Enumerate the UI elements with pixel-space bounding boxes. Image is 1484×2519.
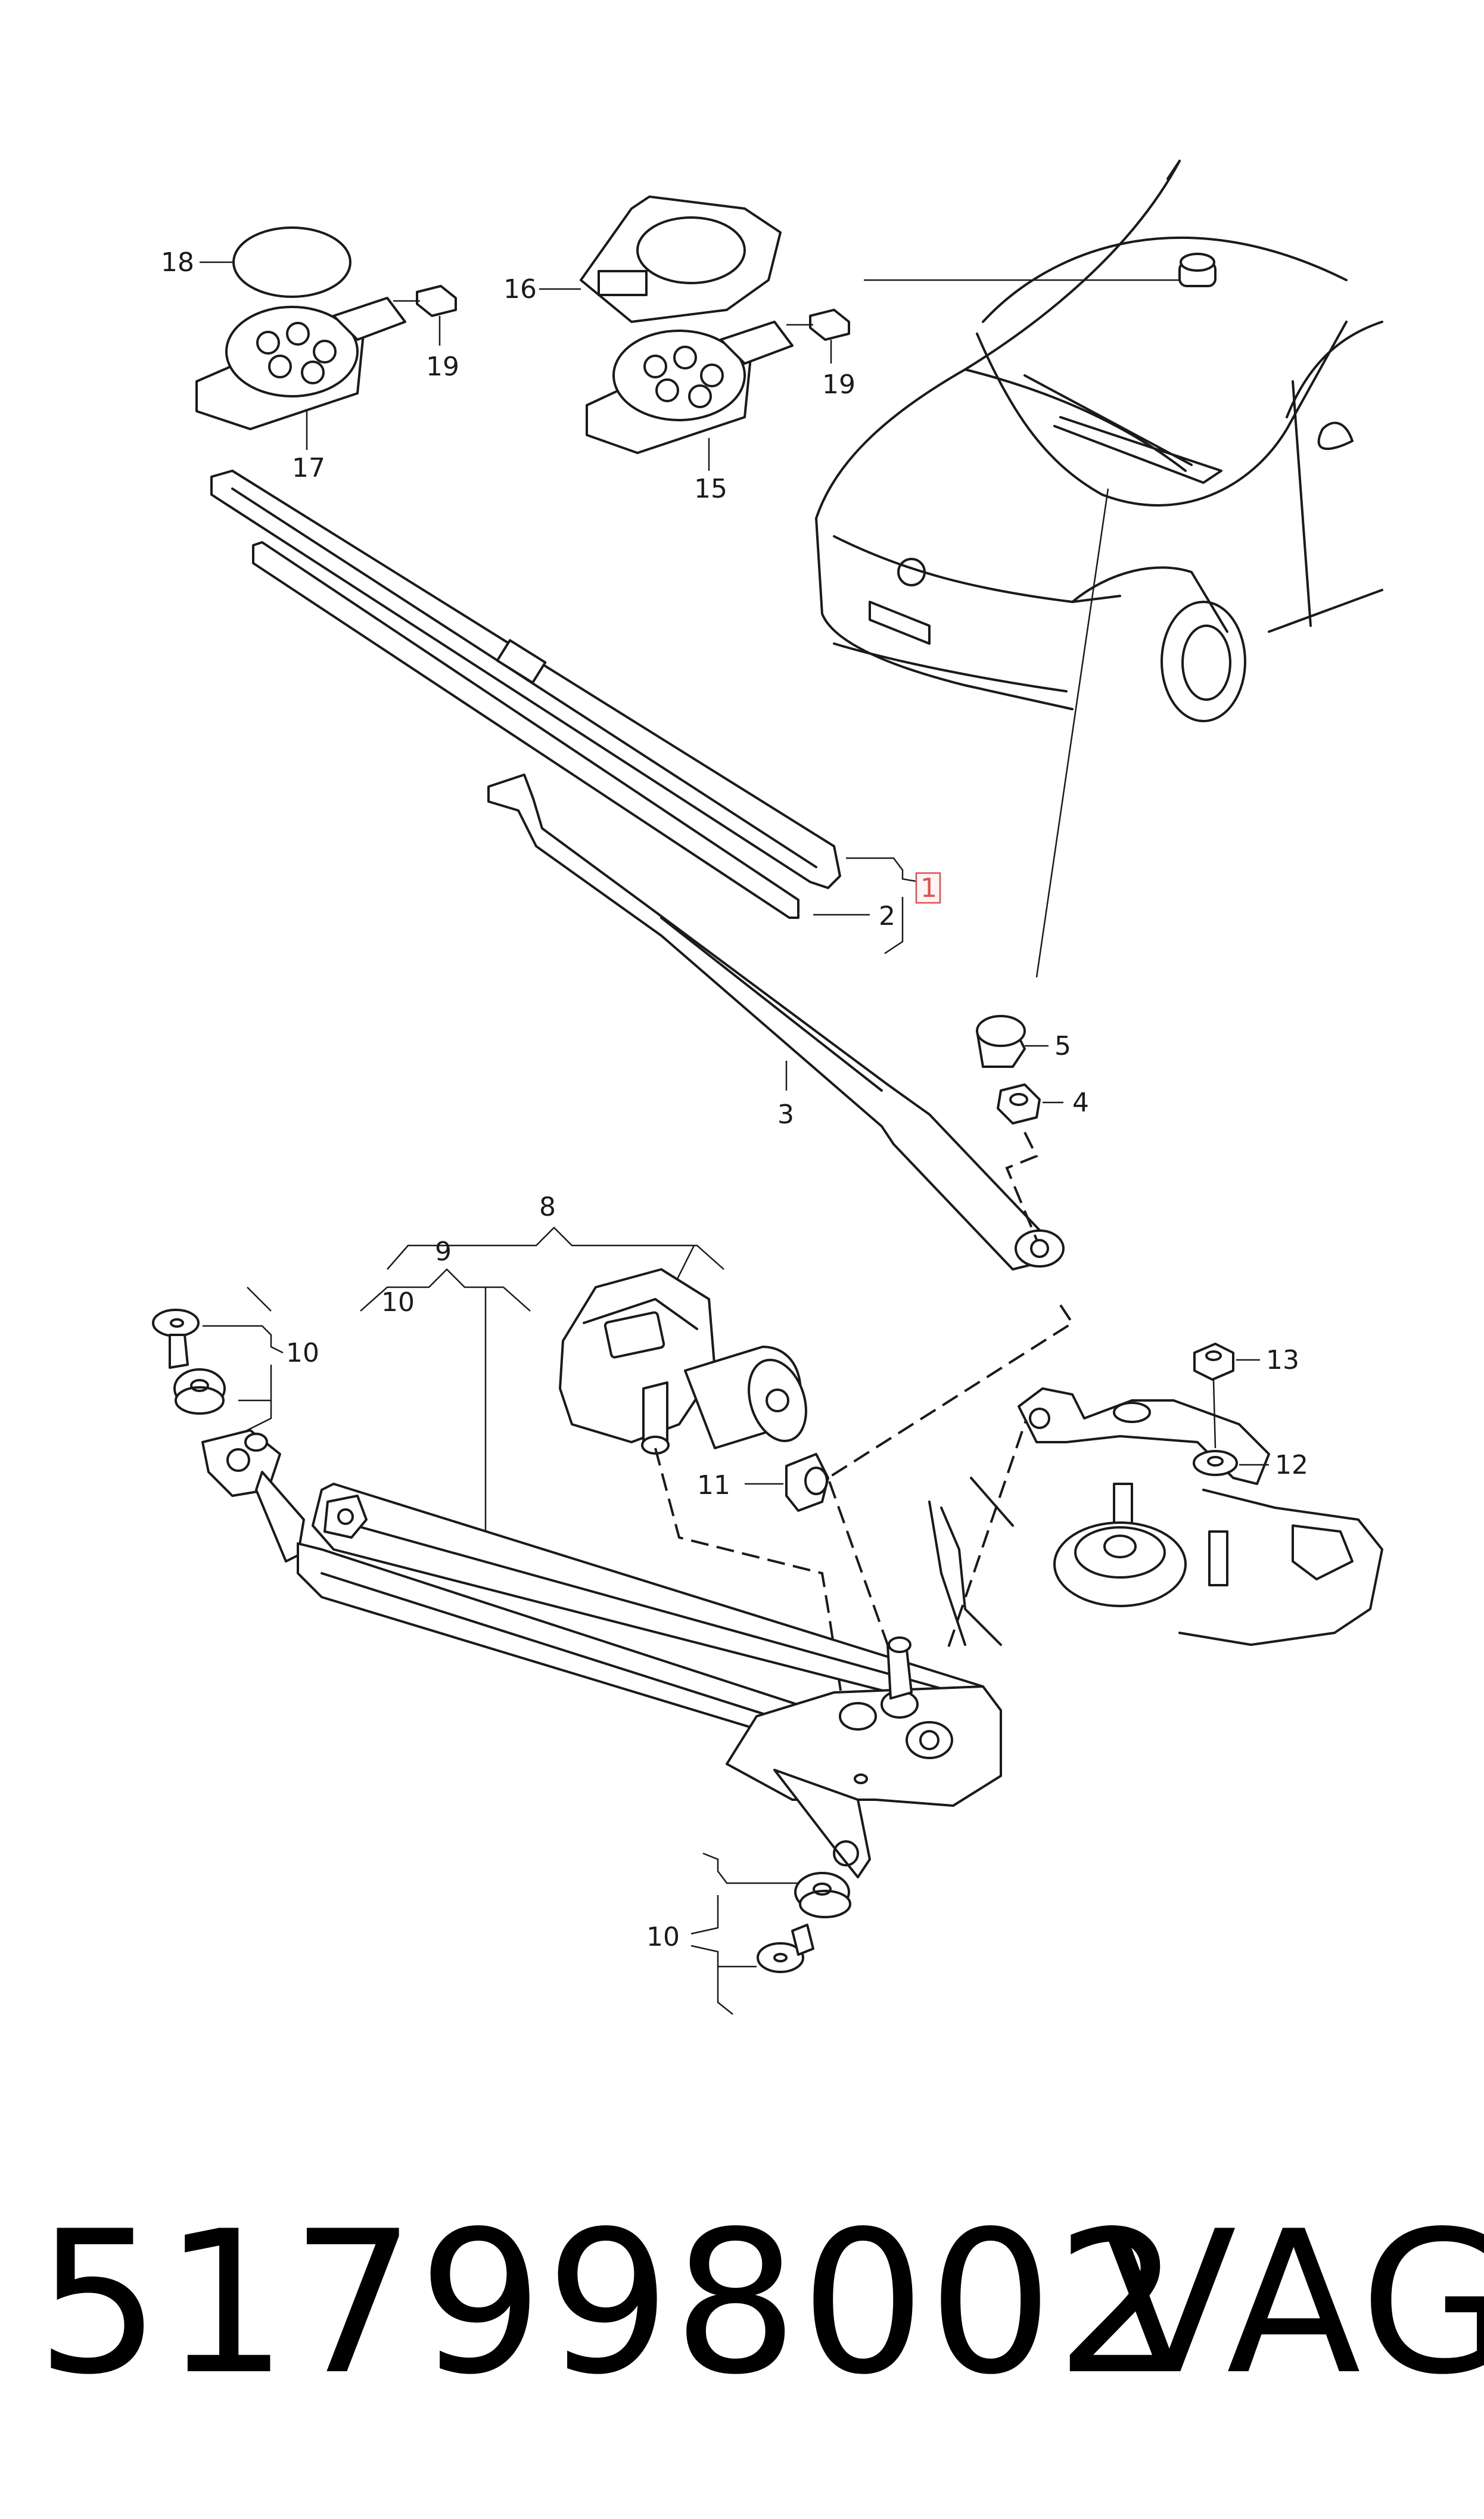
bracket-9 — [360, 1268, 531, 1312]
part-11-bushing — [785, 1453, 829, 1512]
part-15-rain-sensor — [586, 321, 794, 454]
part-number: 517998002 — [36, 2189, 1183, 2418]
part-2-wiper-rubber — [252, 541, 799, 919]
callout-10-top: 10 — [381, 1287, 415, 1318]
callout-9: 9 — [435, 1237, 452, 1267]
bracket-10-bottom-top — [702, 1852, 798, 1884]
part-1-wiper-blade — [210, 470, 841, 889]
body-mounting-structure — [928, 1387, 1383, 1646]
part-17-rain-sensor — [195, 297, 406, 430]
dashed-leader-arm — [826, 1304, 1074, 1645]
callout-18: 18 — [161, 247, 194, 278]
callout-2: 2 — [879, 901, 895, 931]
callout-3: 3 — [777, 1099, 794, 1130]
bracket-1-top — [846, 857, 921, 883]
bracket-1-bottom — [884, 897, 904, 955]
part-9-linkage — [201, 1429, 1002, 1878]
callout-11: 11 — [697, 1470, 730, 1501]
callout-5: 5 — [1054, 1031, 1071, 1061]
callout-10-left: 10 — [286, 1338, 319, 1368]
part-8-wiper-motor — [559, 1268, 807, 1455]
bracket-10-left-top — [203, 1325, 284, 1354]
part-19-clip-right — [809, 309, 850, 341]
callout-8: 8 — [539, 1192, 556, 1222]
callout-13: 13 — [1266, 1345, 1299, 1375]
callout-19-left: 19 — [426, 352, 459, 382]
part-16-sensor-cover — [580, 195, 782, 323]
part-13-nut — [1193, 1343, 1234, 1381]
leader-line-car-to-5 — [1035, 488, 1109, 978]
part-18-gasket — [232, 226, 351, 298]
callout-16: 16 — [503, 274, 537, 305]
car-illustration — [815, 160, 1383, 722]
parts-diagram: 18 17 19 16 15 — [152, 160, 1383, 2015]
callout-12: 12 — [1275, 1450, 1308, 1480]
callout-4: 4 — [1072, 1088, 1089, 1118]
callout-10-bottom: 10 — [646, 1922, 680, 1952]
callout-19-right: 19 — [822, 369, 855, 400]
callout-15: 15 — [694, 474, 727, 504]
part-3-wiper-arm — [487, 774, 1065, 1271]
part-10-grommet-bottom — [757, 1872, 851, 1973]
part-19-clip-left — [416, 285, 457, 317]
part-10-grommet-left — [152, 1309, 226, 1415]
part-5-cap — [976, 1015, 1026, 1068]
bracket-8 — [387, 1226, 724, 1270]
callout-17: 17 — [292, 453, 325, 483]
highlight-box-1 — [915, 872, 941, 904]
callout-1: 1 — [920, 873, 937, 903]
bracket-10-left-bottom — [238, 1365, 272, 1402]
dashed-leader-bracket — [946, 1406, 1032, 1651]
brand-name: VAG — [1102, 2189, 1484, 2418]
part-12-washer — [1193, 1450, 1238, 1476]
dashed-leader-4 — [1005, 1132, 1038, 1240]
part-4-nut — [997, 1083, 1041, 1125]
